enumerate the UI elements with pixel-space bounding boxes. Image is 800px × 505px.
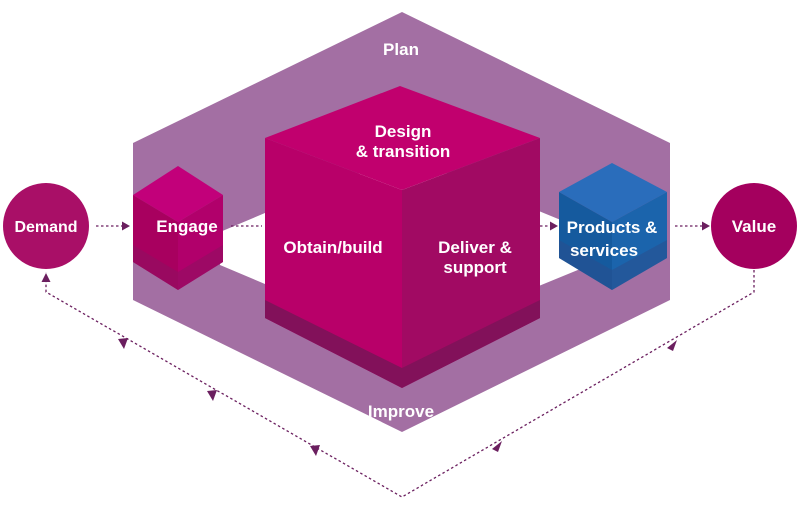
improve-label: Improve xyxy=(368,402,434,421)
feedback-arrowhead-1 xyxy=(667,340,677,351)
deliver-support-label-2: support xyxy=(443,258,507,277)
feedback-path xyxy=(45,270,755,498)
feedback-arrowhead-5 xyxy=(310,445,320,456)
products-services-label-2: services xyxy=(570,241,638,260)
value-label: Value xyxy=(732,217,776,236)
feedback-arrowhead-demand xyxy=(41,273,51,282)
demand-label: Demand xyxy=(14,219,77,236)
products-cube xyxy=(559,163,667,290)
engage-cube xyxy=(133,166,223,290)
feedback-arrowhead-3 xyxy=(118,338,128,349)
plan-label: Plan xyxy=(383,40,419,59)
design-transition-label-1: Design xyxy=(375,122,432,141)
engage-label: Engage xyxy=(156,217,217,236)
demand-node xyxy=(3,183,89,269)
central-cube xyxy=(265,86,540,388)
obtain-build-label: Obtain/build xyxy=(283,238,382,257)
products-services-label-1: Products & xyxy=(567,218,658,237)
deliver-support-label-1: Deliver & xyxy=(438,238,512,257)
value-node xyxy=(711,183,797,269)
plan-improve-frame xyxy=(133,12,670,432)
products-to-value-arrowhead xyxy=(702,221,710,231)
flow-arrows xyxy=(96,221,710,231)
cube-to-products-arrowhead xyxy=(550,221,558,231)
design-transition-label-2: & transition xyxy=(356,142,450,161)
feedback-arrowhead-4 xyxy=(207,390,217,401)
feedback-arrowhead-2 xyxy=(492,441,502,452)
demand-to-engage-arrowhead xyxy=(122,221,130,231)
feedback-loop xyxy=(41,270,755,498)
